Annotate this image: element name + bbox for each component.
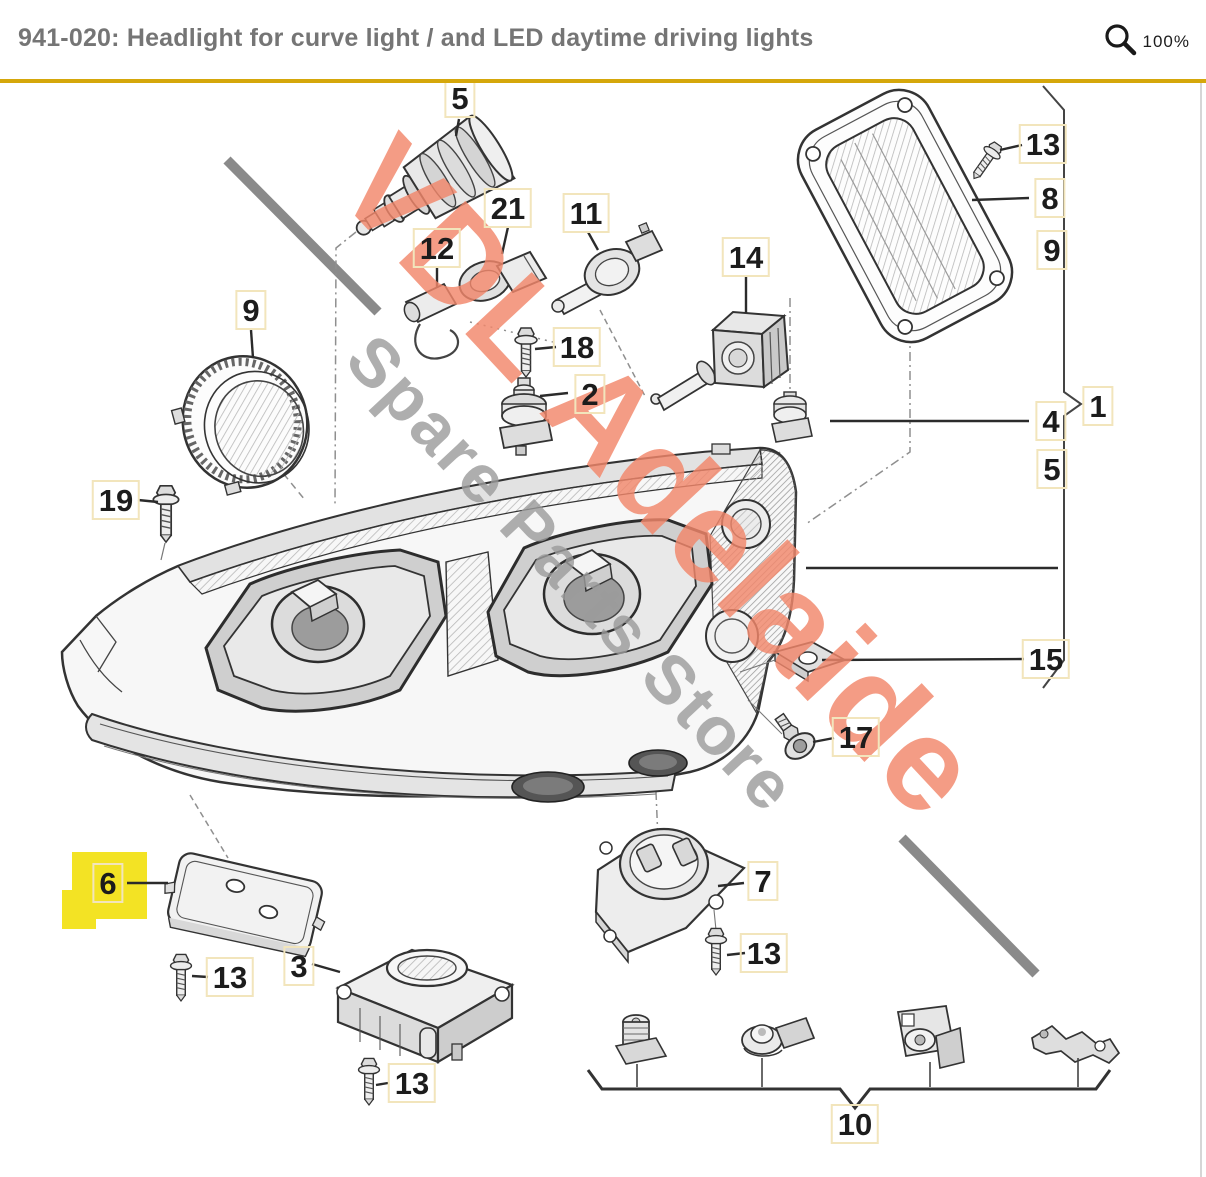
page-title: 941-020: Headlight for curve light / and… [18,24,814,52]
headlamp-assembly [60,443,798,803]
callout-8[interactable]: 8 [1034,178,1066,218]
group-bracket-1 [1042,85,1083,689]
part-8-cover-seal [796,88,1014,344]
part-5-bulb-holder [355,114,516,236]
part-14-xenon-bulb [650,310,790,412]
header-bar: 941-020: Headlight for curve light / and… [0,0,1206,83]
callout-5[interactable]: 5 [444,78,476,118]
part-12-bulb [403,282,460,360]
clip-2 [741,1016,816,1057]
callout-6-highlighted[interactable]: 6 [92,863,124,903]
part-9-round-cap [170,355,310,496]
diagonal-mark-top [223,156,382,316]
part-17-clip-screw [739,641,848,760]
callout-4[interactable]: 4 [1035,401,1067,441]
group-bracket-10 [586,1069,1112,1111]
callout-10[interactable]: 10 [830,1104,880,1144]
callout-15[interactable]: 15 [1021,639,1071,679]
part-6-led-module [164,852,326,958]
callout-3[interactable]: 3 [283,946,315,986]
callout-9[interactable]: 9 [1036,230,1068,270]
callout-21[interactable]: 21 [483,188,533,228]
part-7-igniter-unit [594,827,746,965]
part-2-adjuster [498,377,554,456]
callout-17[interactable]: 17 [831,717,881,757]
clip-1 [614,1014,668,1065]
callout-19[interactable]: 19 [91,480,141,520]
part-11-halogen-bulb [551,222,664,316]
clip-3 [896,1005,965,1069]
callout-9[interactable]: 9 [235,290,267,330]
highlight-blob [62,852,147,929]
callout-18[interactable]: 18 [552,327,602,367]
callout-13[interactable]: 13 [387,1063,437,1103]
zoom-control[interactable]: 100% [1101,20,1190,64]
callout-14[interactable]: 14 [721,237,771,277]
callout-13[interactable]: 13 [1018,124,1068,164]
callout-5[interactable]: 5 [1036,449,1068,489]
zoom-level: 100% [1142,32,1190,51]
magnifier-icon [1104,24,1136,56]
diagonal-mark-bottom [898,834,1040,978]
callout-1[interactable]: 1 [1082,386,1114,426]
part-10-clips [586,1005,1121,1111]
leader-lines [127,118,1058,1087]
callout-13[interactable]: 13 [205,957,255,997]
callout-7[interactable]: 7 [747,861,779,901]
clip-4 [1031,1024,1121,1065]
part-4-adjuster [771,391,813,443]
callout-11[interactable]: 11 [562,193,610,233]
part-3-ballast-unit [335,948,515,1064]
callout-13[interactable]: 13 [739,933,789,973]
callout-12[interactable]: 12 [412,228,462,268]
callout-2[interactable]: 2 [574,374,606,414]
part-21-bulb [458,250,548,302]
